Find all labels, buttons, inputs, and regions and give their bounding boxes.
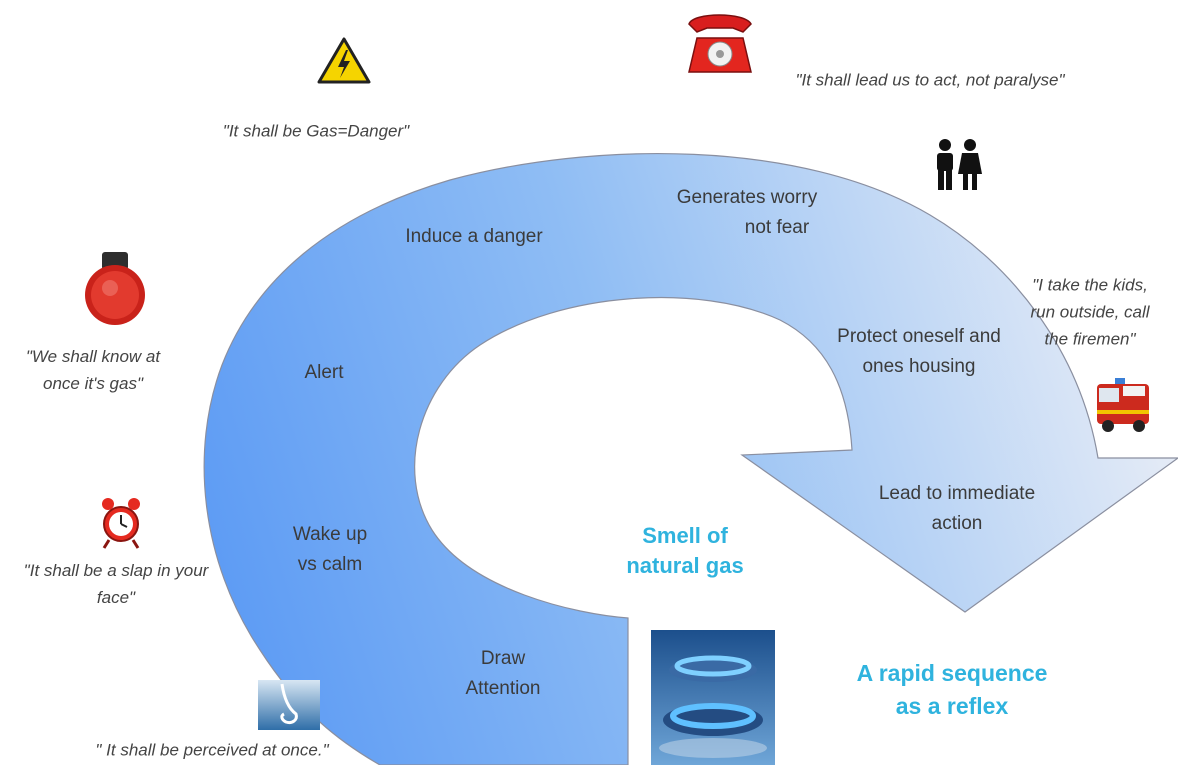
quote-know: "We shall know at once it's gas"	[26, 343, 160, 397]
stage-text: action	[931, 513, 983, 534]
center-title-line: natural gas	[626, 553, 744, 578]
people-icon	[937, 139, 982, 190]
alarm-clock-icon	[102, 498, 140, 549]
bottom-title: A rapid sequence as a reflex	[857, 657, 1048, 723]
quote-text: once it's gas"	[42, 374, 143, 393]
quote-text: face"	[96, 588, 136, 607]
quote-kids: "I take the kids, run outside, call the …	[1030, 272, 1149, 353]
stage-text: vs calm	[297, 554, 363, 575]
quote-act: "It shall lead us to act, not paralyse"	[795, 67, 1064, 94]
nose-icon	[258, 680, 320, 730]
gas-burner-icon	[651, 630, 775, 765]
quote-text: run outside, call	[1030, 302, 1150, 322]
stage-text: Induce a danger	[405, 226, 543, 247]
quote-slap: "It shall be a slap in your face"	[24, 557, 209, 611]
quote-text: "It shall be a slap in your	[23, 561, 209, 580]
stage-induce-danger: Induce a danger	[405, 222, 542, 252]
fire-truck-icon	[1097, 378, 1149, 432]
alarm-bell-icon	[85, 252, 145, 325]
stage-text: ones housing	[862, 356, 976, 377]
stage-wake-up: Wake up vs calm	[293, 520, 367, 580]
stage-generates-worry: Generates worry not fear	[677, 183, 817, 243]
quote-text: " It shall be perceived at once."	[95, 740, 329, 760]
bottom-title-line: A rapid sequence	[856, 660, 1048, 686]
stage-protect-oneself: Protect oneself and ones housing	[837, 322, 1001, 382]
quote-text: "We shall know at	[25, 347, 161, 366]
stage-alert: Alert	[304, 358, 343, 388]
stage-text: Draw	[480, 648, 526, 669]
quote-perceived: " It shall be perceived at once."	[95, 737, 328, 764]
stage-text: Attention	[465, 678, 541, 699]
center-title: Smell of natural gas	[626, 521, 743, 581]
high-voltage-icon	[317, 37, 371, 84]
stage-text: Lead to immediate	[878, 483, 1036, 504]
quote-text: the firemen"	[1044, 329, 1136, 349]
cycle-arrow-body	[203, 152, 1178, 765]
quote-text: "It shall be Gas=Danger"	[222, 121, 410, 141]
stage-text: Protect oneself and	[837, 326, 1001, 347]
bottom-title-line: as a reflex	[895, 693, 1009, 719]
center-title-line: Smell of	[642, 523, 728, 548]
stage-text: not fear	[744, 217, 810, 238]
quote-gas-danger: "It shall be Gas=Danger"	[223, 118, 409, 145]
stage-text: Wake up	[292, 524, 368, 545]
red-telephone-icon	[688, 14, 752, 73]
stage-lead-to-action: Lead to immediate action	[879, 479, 1035, 539]
stage-draw-attention: Draw Attention	[466, 644, 541, 704]
quote-text: "It shall lead us to act, not paralyse"	[795, 70, 1065, 90]
stage-text: Generates worry	[676, 187, 818, 208]
quote-text: "I take the kids,	[1032, 275, 1148, 295]
stage-text: Alert	[304, 362, 344, 383]
